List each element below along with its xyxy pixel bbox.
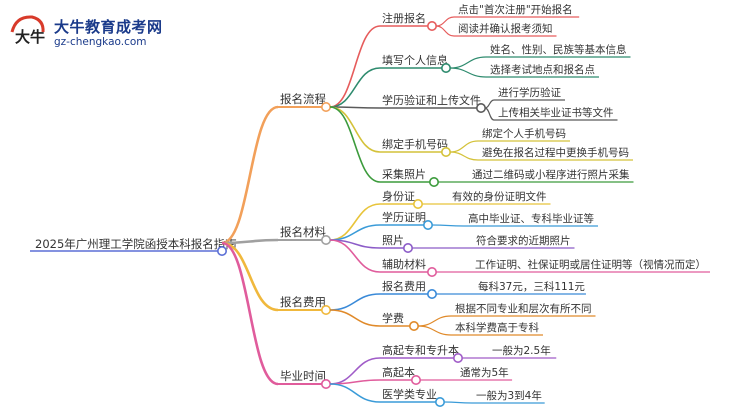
branch-node — [426, 266, 437, 277]
leaf-label: 根据不同专业和层次有所不同 — [455, 302, 592, 315]
leaf-connector — [484, 99, 495, 109]
branch-node — [440, 62, 451, 73]
branch-connector — [329, 309, 381, 327]
section-connector — [221, 241, 279, 386]
branch-node — [402, 243, 413, 254]
branch-connector — [329, 224, 381, 241]
branch-label: 辅助材料 — [382, 257, 426, 271]
root-node — [217, 246, 228, 257]
branch-label: 身份证 — [382, 189, 415, 203]
branch-label: 填写个人信息 — [382, 53, 448, 67]
section-node — [320, 378, 331, 389]
site-logo: 大牛 大牛教育成考网 gz-chengkao.com — [8, 12, 208, 58]
section-label: 报名费用 — [280, 295, 326, 309]
leaf-label: 每科37元，三科111元 — [478, 280, 585, 293]
branch-node — [475, 103, 486, 114]
branch-connector — [329, 293, 381, 311]
leaf-connector — [417, 315, 452, 327]
leaf-label: 本科学费高于专科 — [455, 321, 539, 334]
svg-text:大牛: 大牛 — [15, 28, 45, 46]
leaf-label: 符合要求的近期照片 — [476, 234, 571, 247]
branch-node — [410, 374, 421, 385]
branch-connector — [329, 67, 381, 108]
logo-badge-icon: 大牛 — [10, 15, 45, 46]
branch-label: 采集照片 — [382, 167, 426, 181]
leaf-label: 点击"首次注册"开始报名 — [458, 3, 573, 16]
leaf-label: 阅读并确认报考须知 — [458, 22, 553, 35]
branch-connector — [329, 106, 381, 183]
logo-brand-text: 大牛教育成考网 — [54, 18, 163, 36]
leaf-connector — [443, 401, 473, 404]
branch-node — [422, 220, 433, 231]
branch-connector — [329, 383, 381, 403]
leaf-label: 通过二维码或小程序进行照片采集 — [472, 168, 630, 181]
branch-label: 医学类专业 — [382, 387, 437, 401]
leaf-label: 有效的身份证明文件 — [452, 190, 547, 203]
leaf-label: 工作证明、社保证明或居住证明等（视情况而定） — [475, 258, 706, 271]
branch-label: 高起本 — [382, 365, 415, 379]
branch-node — [426, 20, 437, 31]
branch-label: 学历证明 — [382, 210, 426, 224]
branch-label: 照片 — [382, 234, 404, 247]
branch-node — [440, 147, 451, 158]
leaf-connector — [484, 107, 495, 121]
section-label: 毕业时间 — [280, 369, 326, 383]
section-connector — [221, 241, 279, 312]
leaf-label: 选择考试地点和报名点 — [490, 63, 595, 76]
branch-node — [412, 199, 423, 210]
section-connector — [221, 105, 279, 245]
branch-node — [428, 177, 439, 188]
leaf-label: 避免在报名过程中更换手机号码 — [482, 146, 629, 159]
root-label: 2025年广州理工学院函授本科报名指南 — [35, 237, 237, 251]
branch-connector — [329, 379, 381, 385]
leaf-label: 高中毕业证、专科毕业证等 — [468, 212, 594, 225]
branch-connector — [329, 25, 381, 108]
leaf-label: 上传相关毕业证书等文件 — [498, 106, 614, 119]
branch-label: 注册报名 — [382, 11, 426, 25]
leaf-label: 进行学历验证 — [498, 86, 561, 99]
leaf-connector — [435, 16, 455, 27]
branch-label: 报名费用 — [382, 279, 426, 293]
section-label: 报名材料 — [280, 225, 326, 239]
leaf-connector — [449, 67, 487, 78]
leaf-connector — [449, 151, 479, 161]
leaf-label: 一般为2.5年 — [492, 344, 551, 357]
branch-label: 学历验证和上传文件 — [382, 93, 481, 107]
leaf-label: 绑定个人手机号码 — [482, 127, 566, 140]
branch-label: 高起专和专升本 — [382, 343, 459, 357]
branch-node — [452, 352, 463, 363]
section-node — [320, 235, 331, 246]
branch-label: 绑定手机号码 — [382, 137, 448, 151]
leaf-connector — [449, 56, 487, 69]
branch-node — [434, 396, 445, 407]
branch-node — [408, 320, 419, 331]
section-node — [320, 102, 331, 113]
logo-url-text: gz-chengkao.com — [54, 36, 147, 48]
leaf-label: 一般为3到4年 — [476, 389, 542, 402]
branch-label: 学费 — [382, 311, 404, 325]
leaf-connector — [431, 224, 465, 227]
leaf-label: 通常为5年 — [460, 366, 509, 379]
leaf-connector — [417, 325, 452, 336]
section-node — [320, 304, 331, 315]
leaf-connector — [449, 140, 479, 153]
section-label: 报名流程 — [280, 92, 326, 106]
leaf-connector — [435, 25, 455, 37]
branch-connector — [329, 203, 381, 241]
leaf-label: 姓名、性别、民族等基本信息 — [490, 43, 627, 56]
branch-connector — [329, 239, 381, 273]
branch-node — [426, 288, 437, 299]
